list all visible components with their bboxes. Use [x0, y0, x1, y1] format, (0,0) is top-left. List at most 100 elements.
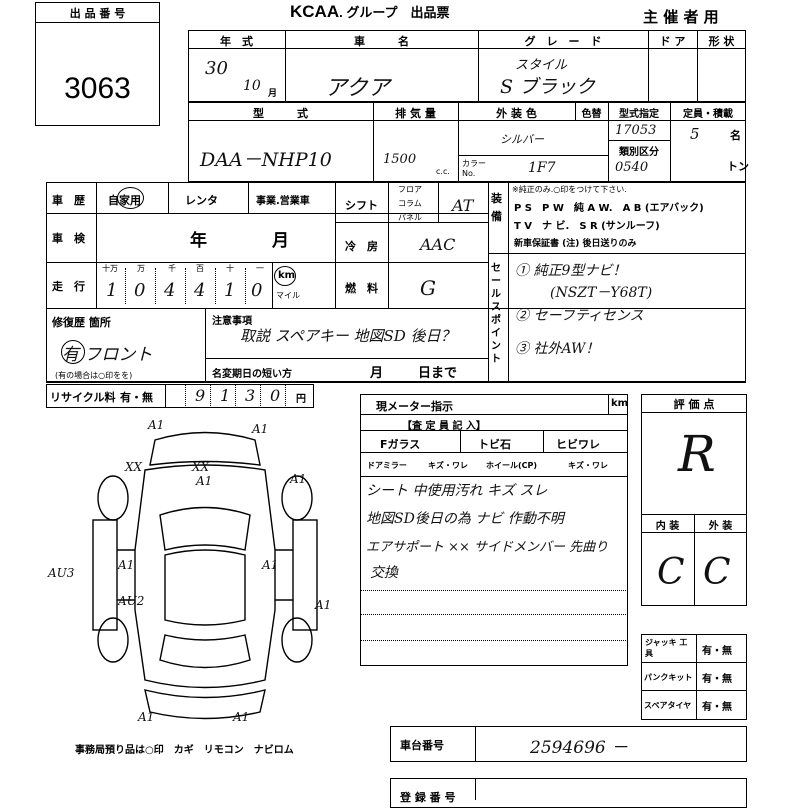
- divider: [608, 102, 609, 182]
- divider: [335, 222, 488, 223]
- divider: [608, 140, 670, 141]
- sales-point-2: ② セーフティセンス: [515, 308, 644, 324]
- divider: [697, 30, 698, 102]
- equipment-label: 装 備: [491, 192, 502, 223]
- shift-column: コラム: [398, 199, 422, 208]
- divider: [235, 384, 236, 408]
- spare-label: スペアタイヤ: [644, 701, 692, 710]
- info-box: [46, 182, 746, 382]
- chassis-box: [390, 726, 747, 762]
- year-value: 30: [205, 58, 228, 79]
- divider: [285, 30, 286, 102]
- mileage-unit-3: 百: [196, 264, 204, 273]
- divider: [46, 308, 746, 309]
- meter-km: km: [611, 398, 629, 409]
- exterior-score: C: [703, 552, 731, 593]
- rating-label: 評 価 点: [673, 398, 715, 411]
- shift-label: シフト: [345, 199, 378, 212]
- divider: [488, 182, 489, 382]
- recycle-digit-0: 9: [195, 386, 206, 405]
- repair-note: (有の場合は○印をを): [55, 371, 133, 380]
- divider: [641, 690, 747, 691]
- equipment-line1: P S P W 純 A W. A B (エアバック): [514, 203, 704, 214]
- history-label: 車 歴: [52, 194, 85, 207]
- divider: [360, 430, 628, 431]
- displacement-value: 1500: [383, 152, 417, 167]
- divider: [543, 430, 544, 452]
- divider: [696, 634, 697, 720]
- divider: [46, 262, 488, 263]
- shift-floor: フロア: [398, 185, 422, 194]
- divider: [272, 262, 273, 308]
- category-label: 類別区分: [619, 147, 659, 158]
- color-value: シルバー: [500, 133, 544, 146]
- repair-circle: [61, 340, 85, 364]
- lot-number: 3063: [64, 72, 131, 105]
- history-circle: [117, 187, 144, 209]
- row2-box: [188, 102, 746, 182]
- category-value: 0540: [615, 160, 649, 175]
- divider: [188, 120, 608, 121]
- insp-fglass: Fガラス: [380, 438, 421, 451]
- shift-panel: パネル: [398, 213, 422, 222]
- divider: [475, 726, 476, 762]
- puncture-label: パンクキット: [644, 673, 693, 682]
- divider: [360, 452, 628, 453]
- diagram-mark-5: A1: [196, 474, 213, 488]
- divider: [360, 640, 628, 641]
- spare-opt: 有・無: [702, 702, 732, 713]
- divider: [188, 48, 746, 49]
- chassis-value: 2594696 －: [530, 738, 629, 758]
- divider: [460, 430, 461, 452]
- inspection-box: [360, 394, 628, 666]
- name-change-month: 月: [370, 366, 384, 381]
- mileage-digit-2: 4: [164, 280, 176, 301]
- insp-mirror: ドアミラー: [367, 461, 407, 470]
- divider: [670, 102, 671, 182]
- name-label: 車 名: [354, 35, 409, 48]
- diagram-mark-12: A1: [233, 710, 250, 724]
- jack-label: ジャッキ 工 具: [645, 638, 696, 658]
- ac-value: AAC: [420, 235, 456, 254]
- divider: [125, 268, 126, 304]
- inspector-label: 【査 定 員 記 入】: [402, 421, 486, 432]
- org-logo: KCAA: [290, 2, 340, 21]
- mileage-unit-4: 十: [226, 264, 234, 273]
- chassis-label: 車台番号: [400, 739, 444, 752]
- tools-box: [641, 634, 747, 720]
- capacity-value: 5: [690, 125, 700, 143]
- divider: [508, 182, 509, 382]
- divider: [96, 182, 97, 308]
- registration-label: 登 録 番 号: [400, 791, 456, 804]
- recycle-unit: 円: [296, 394, 306, 405]
- shape-label: 形 状: [708, 35, 735, 48]
- car-diagram: [92, 431, 318, 720]
- divider: [641, 662, 747, 663]
- recycle-digit-2: 3: [245, 386, 256, 405]
- sales-point-1b: (NSZT－Y68T): [550, 285, 653, 301]
- divider: [46, 213, 488, 214]
- insp-wheel: ホイール(CP): [486, 461, 538, 470]
- puncture-opt: 有・無: [702, 674, 732, 685]
- equipment-note: ※純正のみ.○印をつけて下さい.: [512, 185, 627, 194]
- ton-unit: トン: [727, 160, 749, 173]
- recycle-label: リサイクル料: [50, 391, 116, 404]
- divider: [260, 384, 261, 408]
- mileage-digit-0: 1: [106, 280, 118, 301]
- divider: [185, 268, 186, 304]
- recycle-digit-1: 1: [220, 386, 231, 405]
- history-business: 事業.営業車: [256, 196, 310, 207]
- diagram-mark-9: AU2: [118, 594, 145, 608]
- divider: [335, 182, 336, 308]
- mileage-digit-5: 0: [251, 280, 263, 301]
- divider: [478, 30, 479, 102]
- equipment-line2: T V ナ ビ. S R (サンルーフ): [514, 221, 660, 232]
- diagram-mark-11: A1: [138, 710, 155, 724]
- mileage-digit-3: 4: [194, 280, 206, 301]
- meter-label: 現メーター指示: [376, 400, 453, 413]
- month-suffix: 月: [268, 89, 278, 99]
- month-value: 10: [243, 78, 261, 94]
- divider: [210, 384, 211, 408]
- mileage-digit-4: 1: [224, 280, 236, 301]
- equipment-warranty: 新車保証書 (注) 後日送りのみ: [514, 239, 637, 249]
